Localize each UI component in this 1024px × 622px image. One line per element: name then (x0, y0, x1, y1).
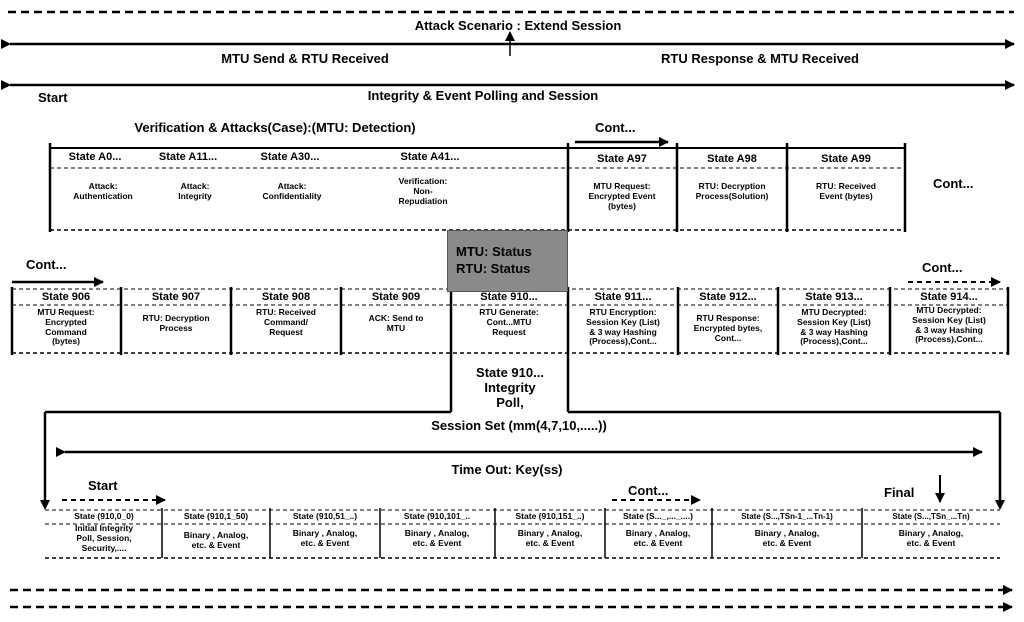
state-a11-name: State A11... (158, 151, 218, 163)
integrity-event-label: Integrity & Event Polling and Session (367, 88, 599, 103)
bottom-state-1-name: State (910,1_50) (183, 511, 249, 521)
top-start-label: Start (38, 90, 68, 105)
middle-cont-right-label: Cont... (922, 260, 963, 275)
state-907-name: State 907 (151, 291, 201, 303)
state-907-desc: RTU: Decryption Process (142, 313, 210, 333)
rtu-response-label: RTU Response & MTU Received (661, 51, 859, 66)
bottom-state-7-desc: Binary , Analog, etc. & Event (898, 528, 964, 548)
state-911-name: State 911... (594, 291, 652, 303)
state-910-name: State 910... (480, 291, 538, 303)
state-911-desc: RTU Encryption: Session Key (List) & 3 w… (586, 307, 660, 347)
integrity-poll-connector (43, 355, 1002, 505)
state-a0-desc: Attack: Authentication (73, 181, 133, 201)
mtu-status-label: MTU: Status (456, 244, 532, 259)
bottom-state-3-name: State (910,101_.. (403, 511, 471, 521)
state-908-desc: RTU: Received Command/ Request (256, 307, 316, 337)
status-box: MTU: Status RTU: Status (447, 230, 568, 292)
state-a99-name: State A99 (821, 153, 871, 165)
state-a97-name: State A97 (597, 153, 647, 165)
state-a41-desc: Verification: Non- Repudiation (398, 176, 448, 206)
state-912-name: State 912... (699, 291, 757, 303)
state-a41-name: State A41... (400, 151, 460, 163)
verification-heading: Verification & Attacks(Case):(MTU: Detec… (134, 120, 416, 135)
state-906-name: State 906 (41, 291, 91, 303)
state-a30-desc: Attack: Confidentiality (262, 181, 322, 201)
bottom-state-2-desc: Binary , Analog, etc. & Event (292, 528, 358, 548)
final-label: Final (884, 485, 915, 500)
verification-cont-right: Cont... (933, 176, 974, 191)
bottom-state-4-name: State (910,151_..) (515, 511, 585, 521)
state-912-desc: RTU Response: Encrypted bytes, Cont... (693, 313, 763, 343)
bottom-state-0-name: State (910,0_0) (74, 511, 134, 521)
bottom-state-1-desc: Binary , Analog, etc. & Event (183, 530, 249, 550)
bottom-state-0-desc: Initial Integrity Poll, Session, Securit… (74, 523, 134, 553)
right-down-arrowhead (995, 500, 1005, 510)
state-910-desc: RTU Generate: Cont...MTU Request (479, 307, 539, 337)
timeout-label: Time Out: Key(ss) (451, 462, 563, 477)
state-913-desc: MTU Decrypted: Session Key (List) & 3 wa… (797, 307, 871, 347)
bottom-state-6-desc: Binary , Analog, etc. & Event (754, 528, 820, 548)
state-906-desc: MTU Request: Encrypted Command (bytes) (37, 307, 95, 347)
bottom-state-6-name: State (S...,TSn-1_...Tn-1) (741, 512, 833, 521)
left-down-arrowhead (40, 500, 50, 510)
integrity-poll-label: State 910... Integrity Poll, (476, 365, 544, 410)
bottom-start-label: Start (88, 478, 118, 493)
bottom-state-2-name: State (910,51_..) (292, 511, 358, 521)
state-a99-desc: RTU: Received Event (bytes) (816, 181, 876, 201)
state-a30-name: State A30... (260, 151, 320, 163)
state-909-name: State 909 (371, 291, 421, 303)
state-a98-name: State A98 (707, 153, 757, 165)
bottom-state-4-desc: Binary , Analog, etc. & Event (517, 528, 583, 548)
bottom-state-7-name: State (S...,TSn_...Tn) (892, 512, 970, 521)
mtu-send-label: MTU Send & RTU Received (221, 51, 389, 66)
bottom-state-row (45, 508, 1000, 559)
state-a97-desc: MTU Request: Encrypted Event (bytes) (588, 181, 656, 211)
bottom-cont-label: Cont... (628, 483, 669, 498)
state-a0-name: State A0... (68, 151, 122, 163)
state-914-desc: MTU Decrypted: Session Key (List) & 3 wa… (912, 305, 986, 345)
state-913-name: State 913... (805, 291, 863, 303)
scenario-title: Attack Scenario : Extend Session (414, 18, 622, 33)
middle-cont-left-label: Cont... (26, 257, 67, 272)
state-909-desc: ACK: Send to MTU (368, 313, 424, 333)
state-a11-desc: Attack: Integrity (178, 181, 212, 201)
bottom-state-5-name: State (S..._,..._....) (623, 511, 693, 521)
bottom-state-3-desc: Binary , Analog, etc. & Event (404, 528, 470, 548)
state-908-name: State 908 (261, 291, 311, 303)
verification-cont-label: Cont... (595, 120, 636, 135)
bottom-state-5-desc: Binary , Analog, etc. & Event (625, 528, 691, 548)
session-set-label: Session Set (mm(4,7,10,.....)) (431, 418, 607, 433)
state-a98-desc: RTU: Decryption Process(Solution) (695, 181, 769, 201)
rtu-status-label: RTU: Status (456, 261, 531, 276)
state-914-name: State 914... (920, 291, 978, 303)
